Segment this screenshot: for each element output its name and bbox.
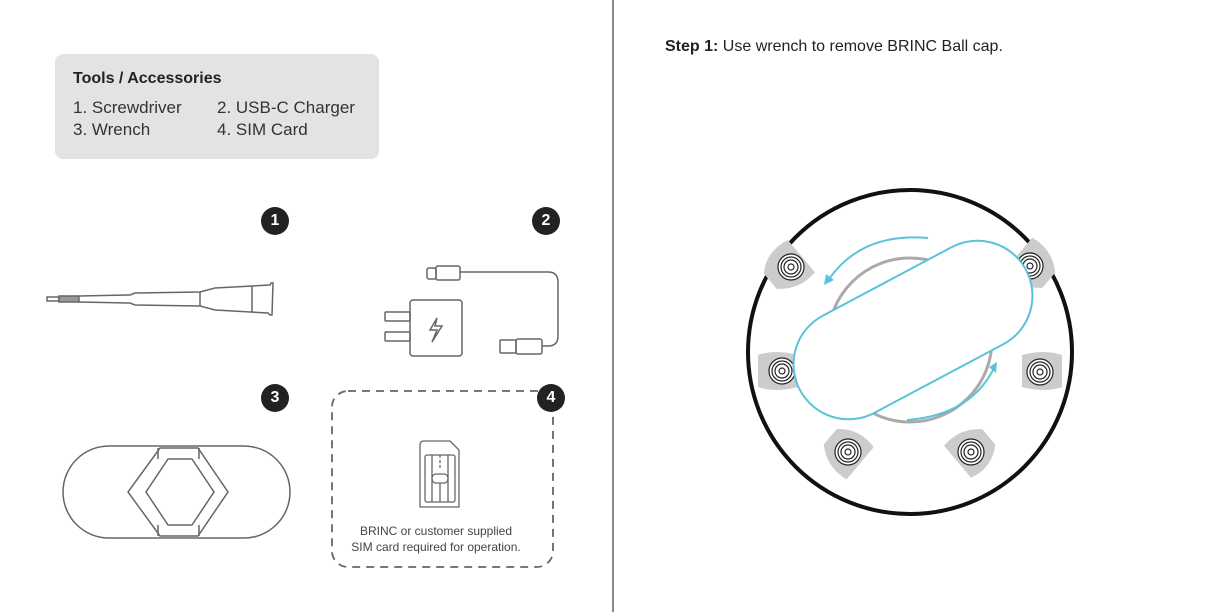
panel-divider [612, 0, 614, 612]
tool-item-wrench: 3. Wrench [73, 120, 151, 139]
tool-item-sim: 4. SIM Card [217, 120, 308, 139]
badge-4: 4 [537, 384, 565, 412]
rotate-arrow-icon [906, 365, 996, 421]
tool-item-screwdriver: 1. Screwdriver [73, 98, 182, 117]
tools-accessories-box: Tools / Accessories 1. Screwdriver 2. US… [55, 54, 379, 159]
sim-card-icon [419, 440, 460, 508]
screwdriver-icon [46, 282, 274, 316]
sim-note-line2: SIM card required for operation. [351, 540, 521, 554]
sim-card-dashed-box [331, 390, 554, 568]
wrench-icon [62, 445, 291, 539]
step-instruction: Step 1: Use wrench to remove BRINC Ball … [665, 38, 1003, 56]
tool-item-charger: 2. USB-C Charger [217, 98, 355, 117]
badge-2: 2 [532, 207, 560, 235]
step-text: Use wrench to remove BRINC Ball cap. [718, 38, 1003, 55]
ball-cap-diagram [746, 188, 1074, 516]
badge-3: 3 [261, 384, 289, 412]
sim-note: BRINC or customer supplied SIM card requ… [330, 523, 542, 555]
sim-note-line1: BRINC or customer supplied [359, 524, 513, 538]
step-label: Step 1: [665, 38, 719, 55]
usb-c-charger-icon [384, 265, 559, 357]
rotate-arrow-icon [826, 236, 929, 283]
badge-1: 1 [261, 207, 289, 235]
tools-title: Tools / Accessories [73, 70, 222, 87]
